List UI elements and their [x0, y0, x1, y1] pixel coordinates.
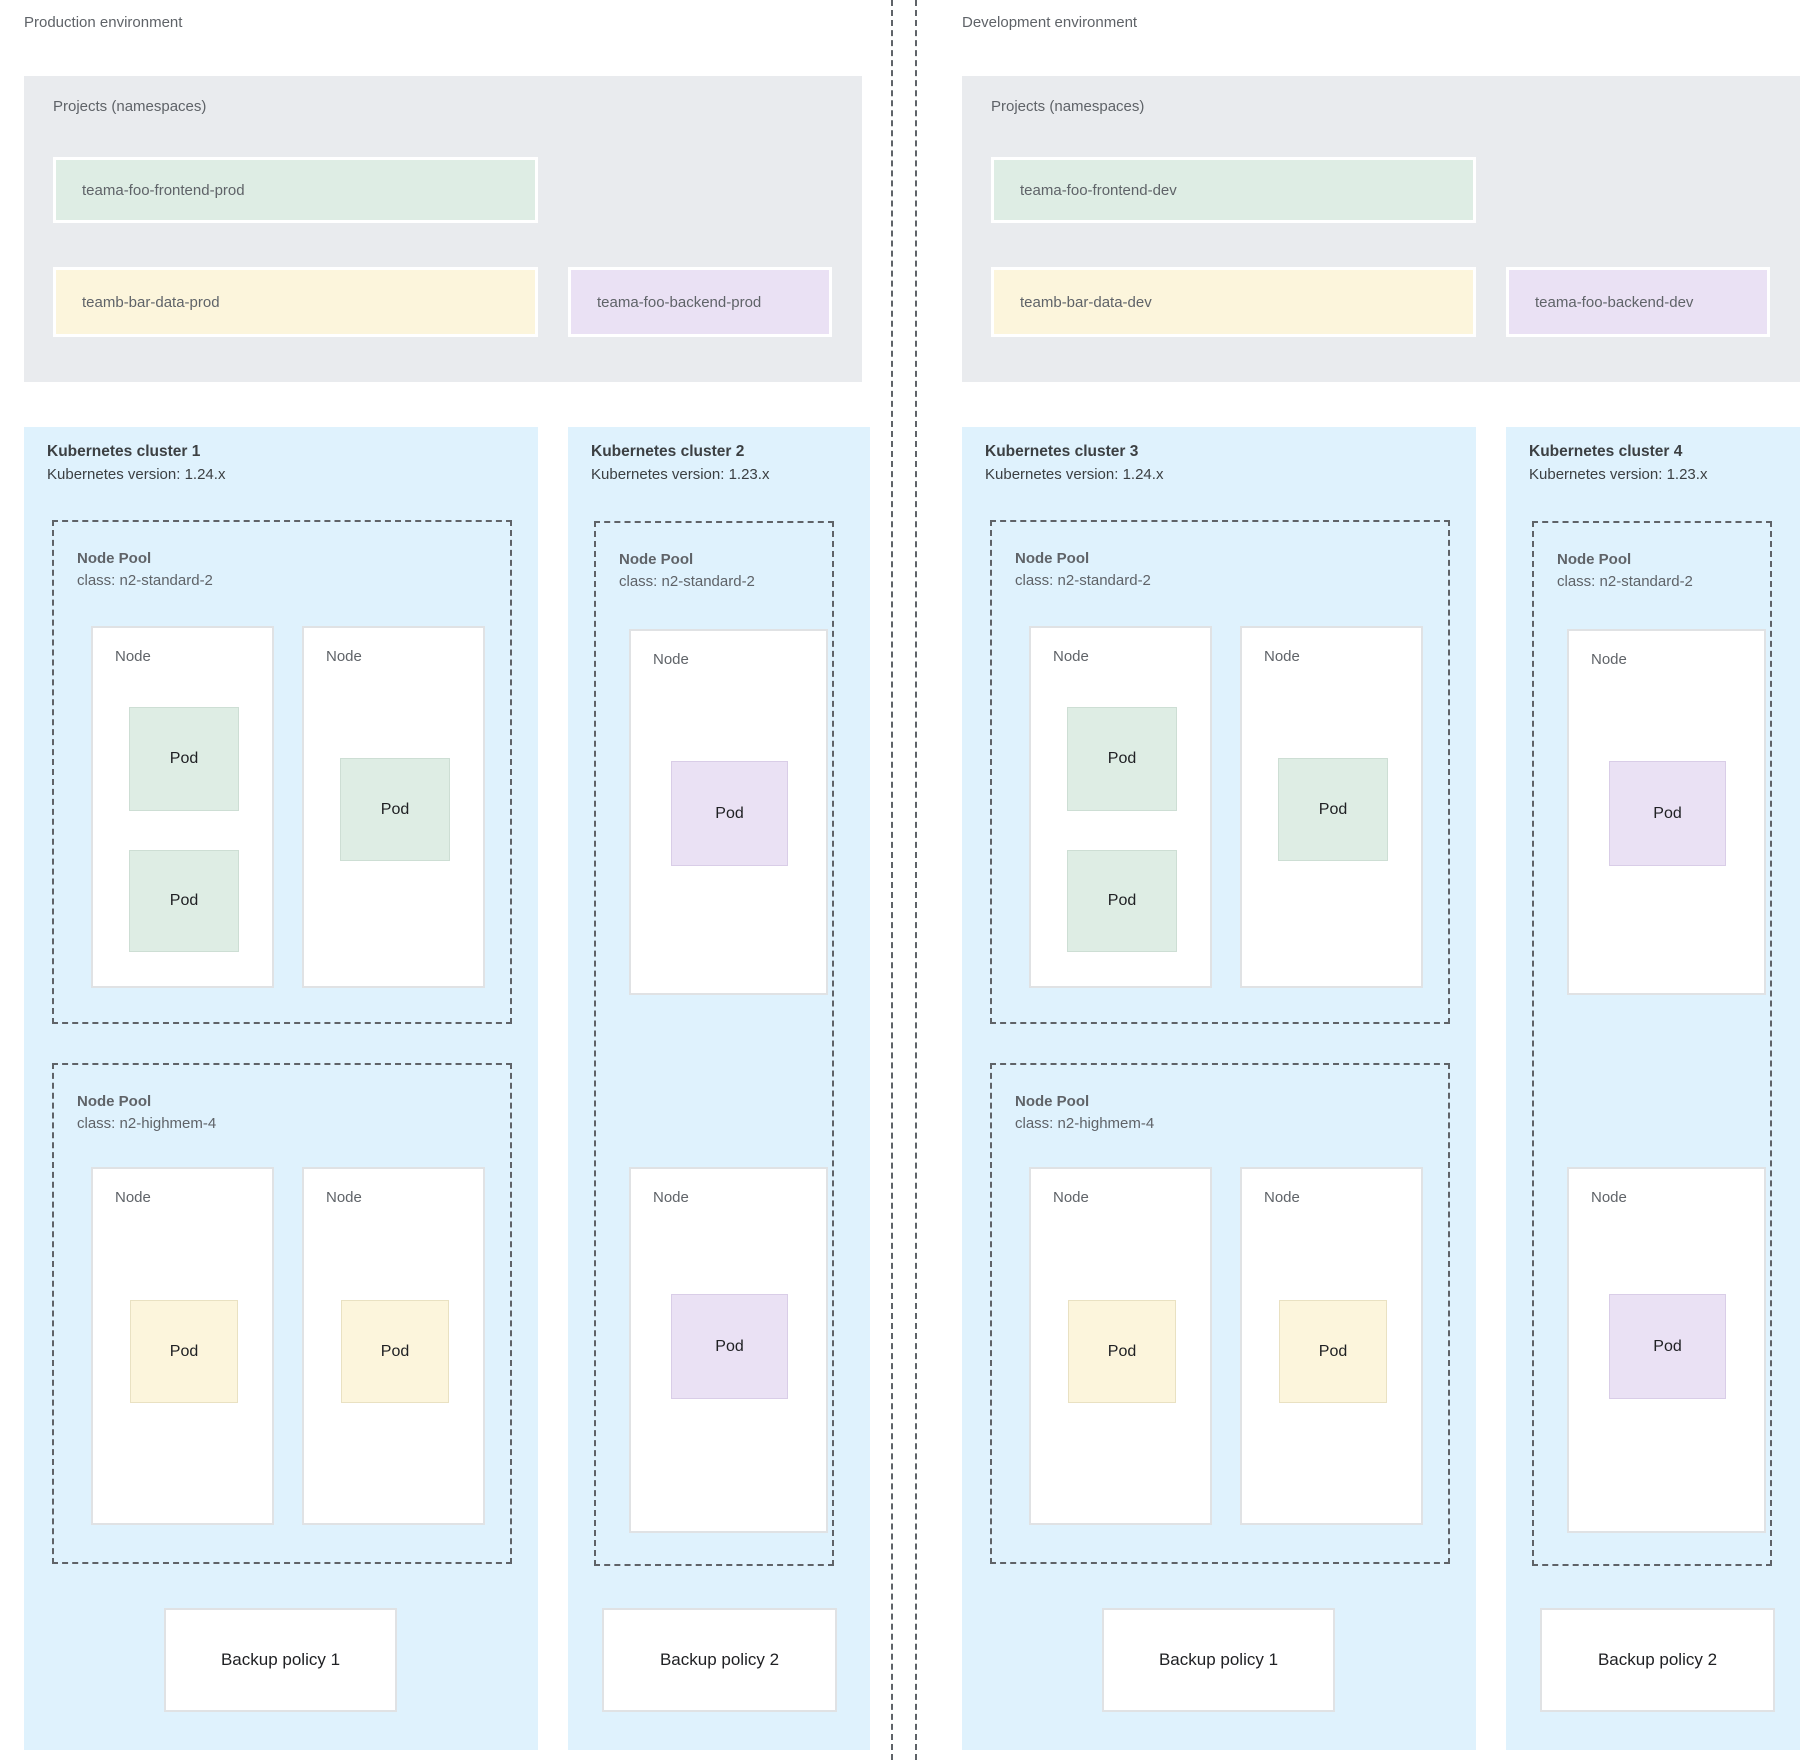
node-label: Node	[326, 1189, 362, 1206]
environment-label: Development environment	[962, 14, 1138, 31]
pod: Pod	[1609, 1294, 1726, 1399]
node-pool-title: Node Pool	[77, 550, 152, 567]
node-label: Node	[653, 651, 689, 668]
pod: Pod	[129, 707, 239, 811]
environment-production: Production environment Projects (namespa…	[24, 0, 870, 1760]
projects-panel-title: Projects (namespaces)	[53, 98, 207, 115]
cluster-version: Kubernetes version: 1.24.x	[985, 466, 1164, 483]
node-label: Node	[1264, 648, 1300, 665]
kubernetes-cluster-2: Kubernetes cluster 2 Kubernetes version:…	[568, 427, 870, 1750]
namespace-box-backend-prod: teama-foo-backend-prod	[568, 267, 832, 337]
namespace-box-backend-dev: teama-foo-backend-dev	[1506, 267, 1770, 337]
backup-policy-2: Backup policy 2	[1540, 1608, 1775, 1712]
pod: Pod	[1067, 707, 1177, 811]
namespace-box-data-dev: teamb-bar-data-dev	[991, 267, 1476, 337]
node: Node Pod Pod	[91, 626, 274, 988]
pod: Pod	[341, 1300, 449, 1403]
pod: Pod	[1068, 1300, 1176, 1403]
node-pool-highmem: Node Pool class: n2-highmem-4 Node Pod N…	[52, 1063, 512, 1564]
cluster-version: Kubernetes version: 1.24.x	[47, 466, 226, 483]
node: Node Pod	[629, 629, 828, 995]
projects-namespaces-panel: Projects (namespaces) teama-foo-frontend…	[24, 76, 862, 382]
pod: Pod	[1067, 850, 1177, 952]
cluster-title: Kubernetes cluster 1	[47, 443, 201, 460]
backup-policy-1: Backup policy 1	[164, 1608, 397, 1712]
namespace-box-data-prod: teamb-bar-data-prod	[53, 267, 538, 337]
node-label: Node	[1053, 648, 1089, 665]
environment-development: Development environment Projects (namesp…	[962, 0, 1800, 1760]
cluster-title: Kubernetes cluster 3	[985, 443, 1139, 460]
node-pool-title: Node Pool	[1557, 551, 1632, 568]
pod: Pod	[340, 758, 450, 861]
node-label: Node	[326, 648, 362, 665]
node-pool-class: class: n2-highmem-4	[77, 1115, 217, 1132]
projects-namespaces-panel: Projects (namespaces) teama-foo-frontend…	[962, 76, 1800, 382]
node-pool-title: Node Pool	[1015, 550, 1090, 567]
node-label: Node	[653, 1189, 689, 1206]
cluster-title: Kubernetes cluster 2	[591, 443, 745, 460]
pod: Pod	[130, 1300, 238, 1403]
node: Node Pod	[91, 1167, 274, 1525]
node-pool-title: Node Pool	[1015, 1093, 1090, 1110]
node: Node Pod	[1240, 626, 1423, 988]
node-pool-class: class: n2-standard-2	[619, 573, 755, 590]
node-label: Node	[1264, 1189, 1300, 1206]
backup-policy-2: Backup policy 2	[602, 1608, 837, 1712]
environment-divider-line-1	[891, 0, 893, 1760]
node: Node Pod	[302, 1167, 485, 1525]
node: Node Pod	[629, 1167, 828, 1533]
kubernetes-cluster-1: Kubernetes cluster 1 Kubernetes version:…	[24, 427, 538, 1750]
environment-label: Production environment	[24, 14, 183, 31]
pod: Pod	[1609, 761, 1726, 866]
pod: Pod	[129, 850, 239, 952]
namespace-box-frontend-dev: teama-foo-frontend-dev	[991, 157, 1476, 223]
pod: Pod	[671, 761, 788, 866]
node-label: Node	[115, 648, 151, 665]
pod: Pod	[671, 1294, 788, 1399]
environment-divider-line-2	[915, 0, 917, 1760]
pod: Pod	[1279, 1300, 1387, 1403]
node: Node Pod	[1240, 1167, 1423, 1525]
node-pool-class: class: n2-standard-2	[77, 572, 213, 589]
cluster-version: Kubernetes version: 1.23.x	[1529, 466, 1708, 483]
node-pool-class: class: n2-standard-2	[1015, 572, 1151, 589]
node-pool-class: class: n2-standard-2	[1557, 573, 1693, 590]
node: Node Pod	[302, 626, 485, 988]
node-pool-class: class: n2-highmem-4	[1015, 1115, 1155, 1132]
namespace-box-frontend-prod: teama-foo-frontend-prod	[53, 157, 538, 223]
node-label: Node	[1591, 651, 1627, 668]
node: Node Pod	[1029, 1167, 1212, 1525]
cluster-title: Kubernetes cluster 4	[1529, 443, 1683, 460]
node: Node Pod Pod	[1029, 626, 1212, 988]
node-pool-standard: Node Pool class: n2-standard-2 Node Pod …	[1532, 521, 1772, 1566]
node-label: Node	[1053, 1189, 1089, 1206]
backup-policy-1: Backup policy 1	[1102, 1608, 1335, 1712]
kubernetes-cluster-3: Kubernetes cluster 3 Kubernetes version:…	[962, 427, 1476, 1750]
node-label: Node	[1591, 1189, 1627, 1206]
cluster-version: Kubernetes version: 1.23.x	[591, 466, 770, 483]
node: Node Pod	[1567, 1167, 1766, 1533]
pod: Pod	[1278, 758, 1388, 861]
node-pool-highmem: Node Pool class: n2-highmem-4 Node Pod N…	[990, 1063, 1450, 1564]
kubernetes-cluster-4: Kubernetes cluster 4 Kubernetes version:…	[1506, 427, 1800, 1750]
node-label: Node	[115, 1189, 151, 1206]
node-pool-standard: Node Pool class: n2-standard-2 Node Pod …	[594, 521, 834, 1566]
node-pool-title: Node Pool	[619, 551, 694, 568]
node: Node Pod	[1567, 629, 1766, 995]
node-pool-title: Node Pool	[77, 1093, 152, 1110]
projects-panel-title: Projects (namespaces)	[991, 98, 1145, 115]
node-pool-standard: Node Pool class: n2-standard-2 Node Pod …	[990, 520, 1450, 1024]
node-pool-standard: Node Pool class: n2-standard-2 Node Pod …	[52, 520, 512, 1024]
